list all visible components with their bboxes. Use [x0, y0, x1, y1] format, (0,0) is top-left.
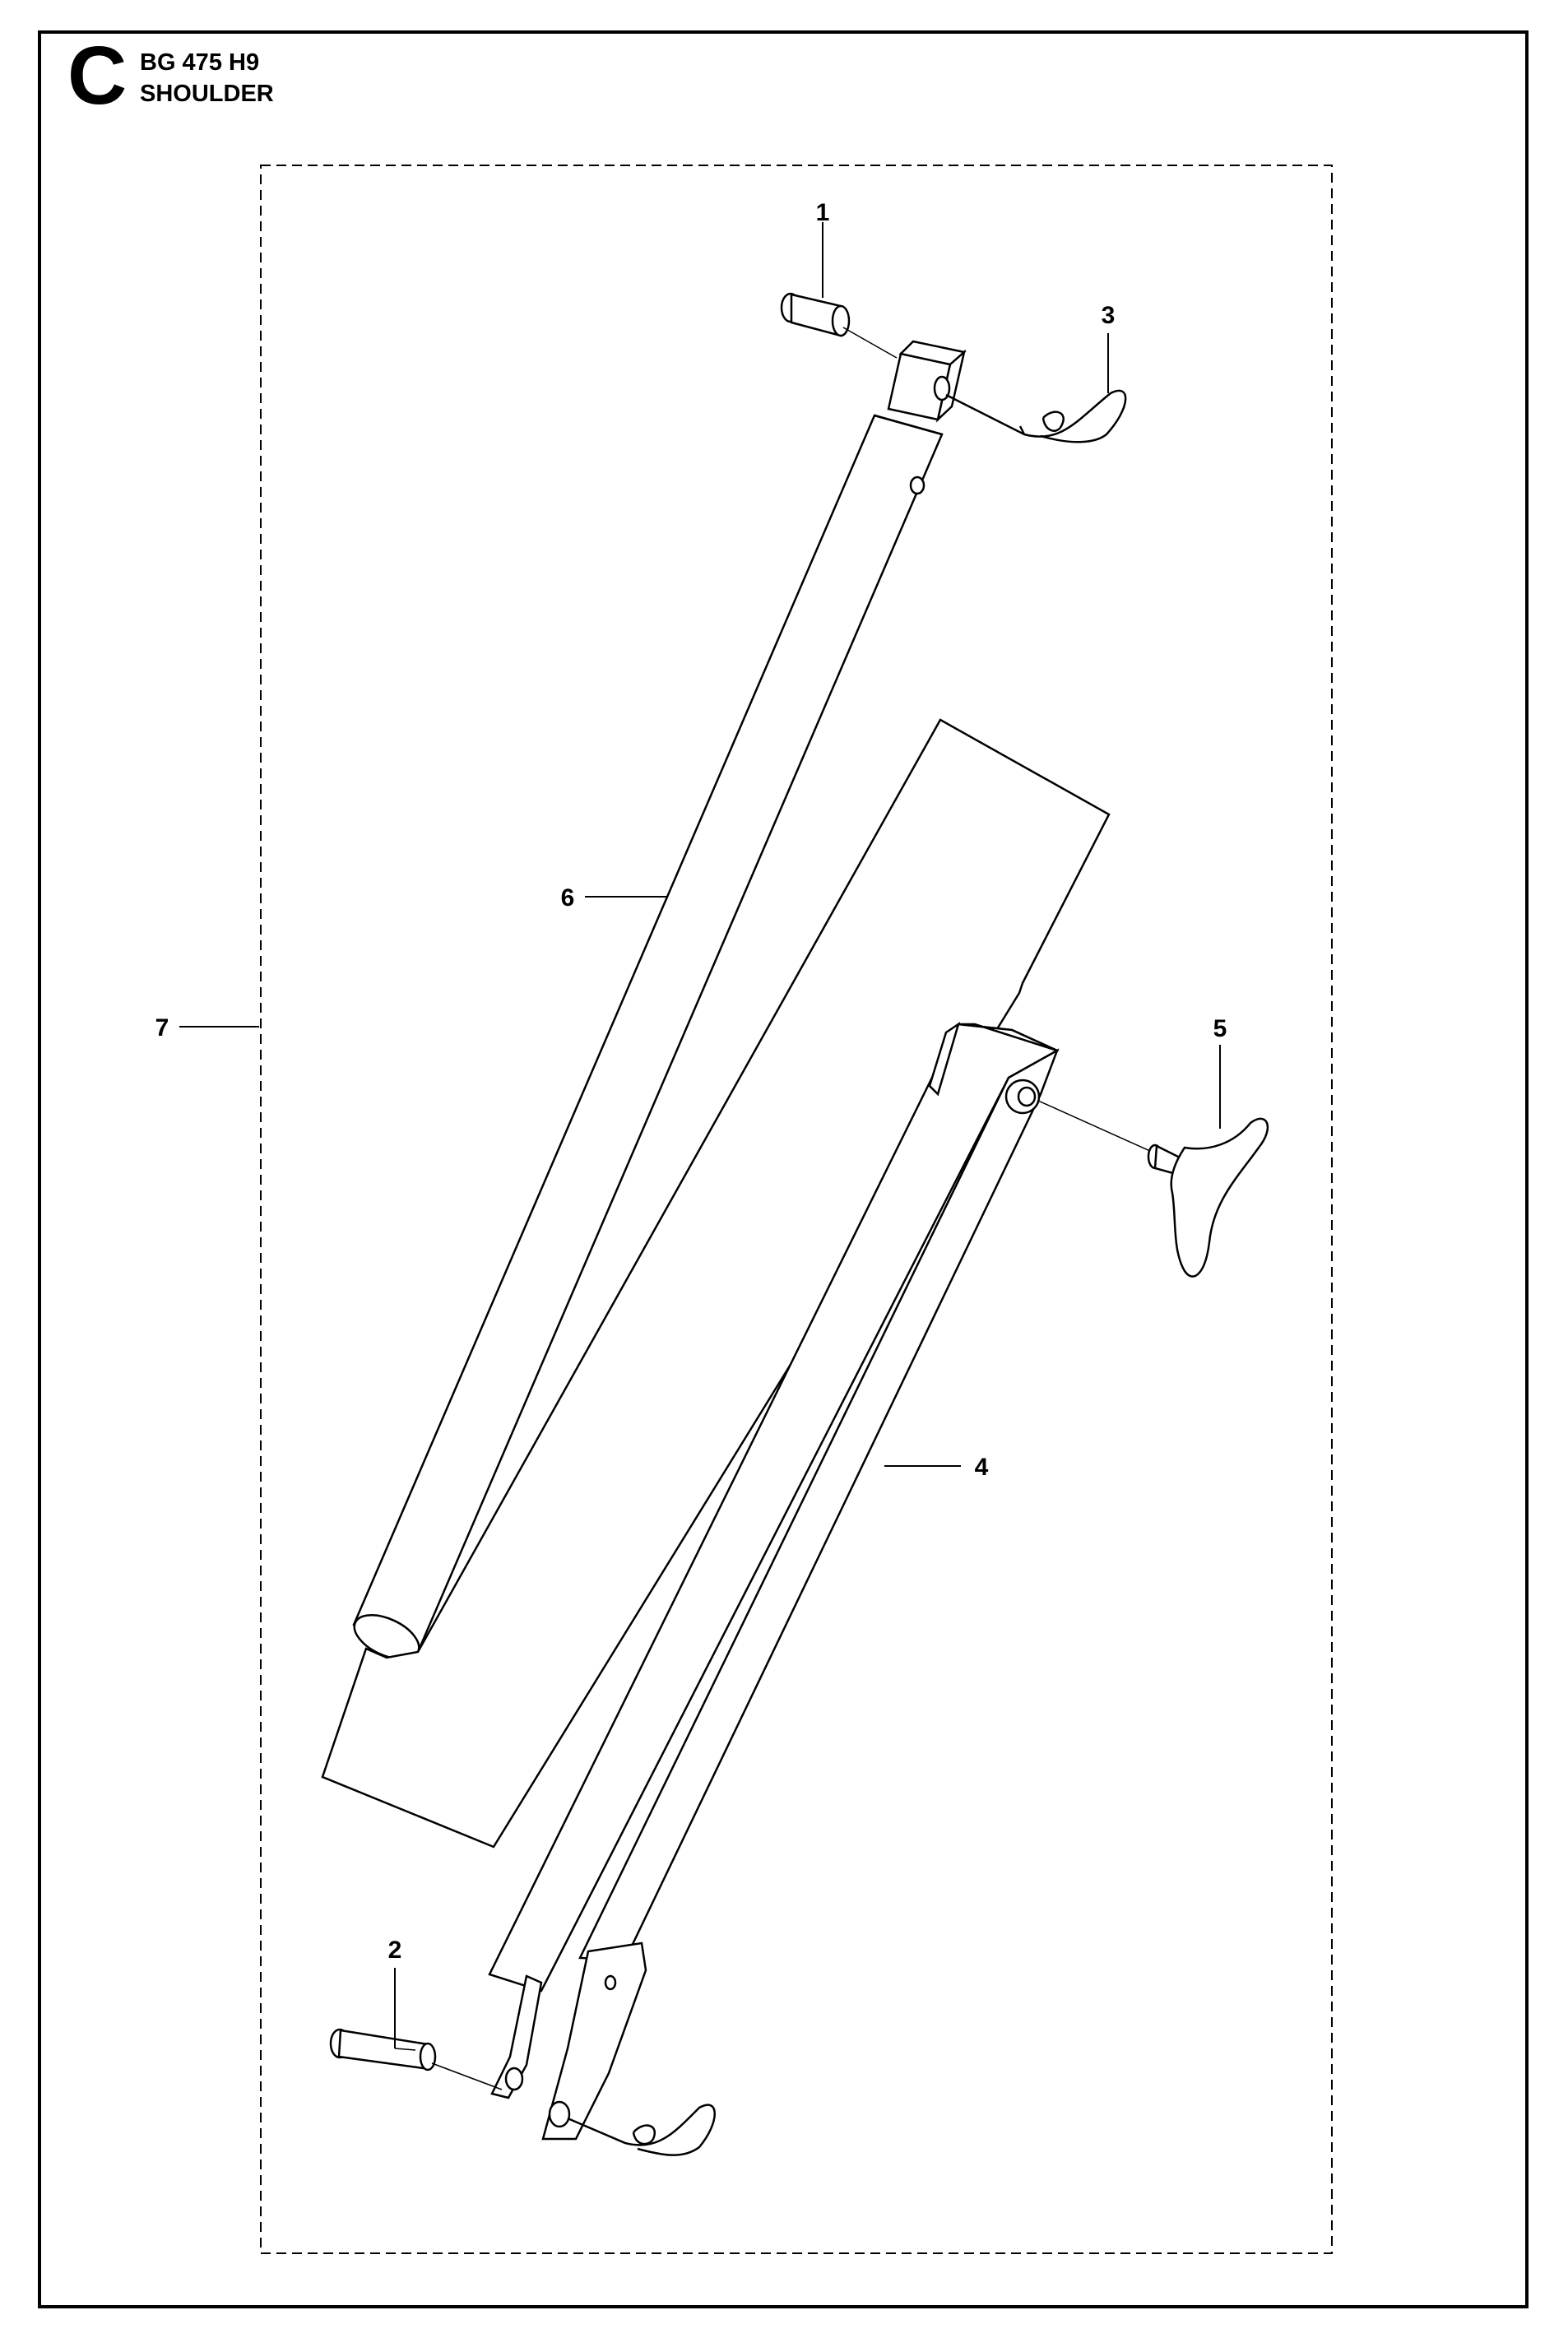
cover-sheet: [321, 718, 1111, 1849]
model-title: BG 475 H9: [140, 49, 260, 76]
callout-4: 4: [975, 1454, 989, 1481]
bottom-pin-part: [329, 2028, 503, 2090]
callout-7: 7: [155, 1014, 169, 1041]
leader-lines: [179, 222, 1221, 2048]
section-letter: C: [67, 30, 128, 122]
top-pin-part: [780, 292, 898, 359]
assembly-title: SHOULDER: [140, 81, 274, 107]
page-frame: [38, 30, 1529, 2308]
callout-3: 3: [1102, 302, 1116, 329]
callout-2: 2: [388, 1937, 402, 1964]
knob-part: [1037, 1100, 1269, 1278]
support-bracket-part: [488, 1022, 1060, 2141]
callout-6: 6: [561, 884, 575, 912]
callout-numbers: 1 2 3 4 5 6 7: [155, 199, 1227, 1964]
callout-1: 1: [816, 199, 830, 226]
callout-5: 5: [1213, 1015, 1227, 1042]
bottom-hair-pin-clip-part: [567, 2104, 716, 2156]
assembly-boundary: [260, 165, 1333, 2254]
top-hair-pin-clip-part: [945, 389, 1127, 443]
